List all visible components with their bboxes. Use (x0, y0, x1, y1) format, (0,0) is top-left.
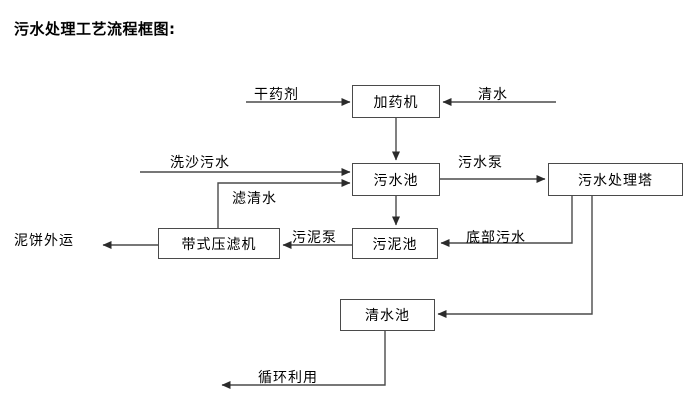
edge-label-dry-chemical: 干药剂 (254, 87, 299, 103)
page-title: 污水处理工艺流程框图: (14, 20, 176, 38)
node-clean-water-pool[interactable]: 清水池 (340, 299, 435, 331)
node-treatment-tower[interactable]: 污水处理塔 (548, 163, 683, 196)
edge-label-sludge-pump: 污泥泵 (292, 230, 337, 246)
edge-label-bottom-wastewater: 底部污水 (466, 230, 526, 246)
node-dosing-machine[interactable]: 加药机 (352, 85, 440, 118)
edge-label-clean-water-inlet: 清水 (478, 87, 508, 103)
edge-label-mud-cake-out: 泥饼外运 (14, 233, 74, 249)
node-sludge-pool[interactable]: 污泥池 (352, 228, 438, 259)
node-label: 加药机 (373, 94, 419, 111)
node-label: 污水池 (373, 172, 419, 189)
node-label: 带式压滤机 (181, 236, 257, 253)
edge-label-filtrate-water: 滤清水 (232, 191, 277, 207)
node-label: 污泥池 (372, 236, 418, 253)
node-wastewater-pool[interactable]: 污水池 (352, 163, 440, 196)
node-label: 污水处理塔 (578, 172, 653, 189)
node-label: 清水池 (365, 308, 410, 324)
edge-tower-to-clean-water-pool (437, 196, 593, 318)
node-belt-filter-press[interactable]: 带式压滤机 (158, 228, 280, 259)
edge-label-wastewater-pump: 污水泵 (458, 155, 503, 171)
edge-label-sand-wash-water: 洗沙污水 (170, 155, 230, 171)
edge-label-recycle-reuse: 循环利用 (258, 370, 318, 386)
